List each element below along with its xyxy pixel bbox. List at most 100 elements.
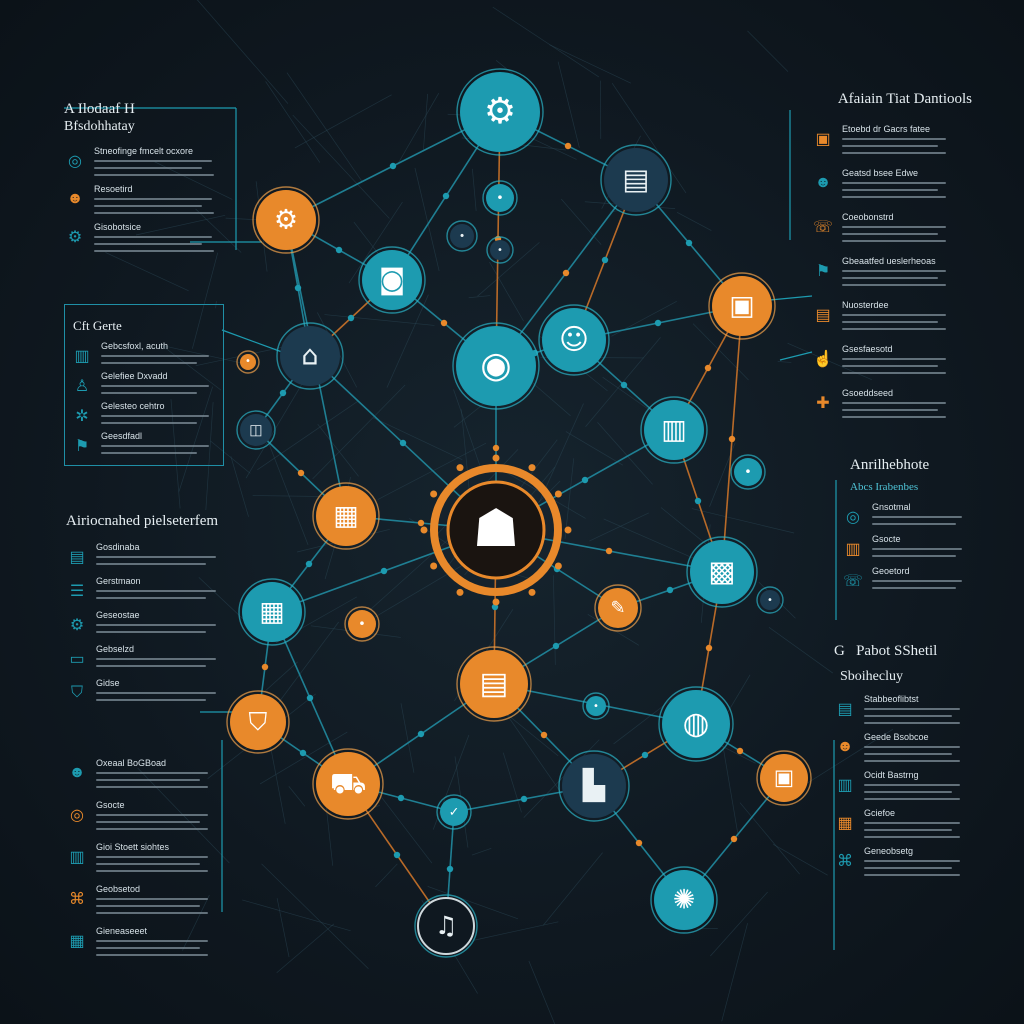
- node-circle: [760, 754, 808, 802]
- connection-dot: [581, 476, 589, 484]
- panel-item-heading: Geobsetod: [96, 884, 141, 894]
- panel-item-heading: Gebcsfoxl, acuth: [101, 341, 169, 351]
- small-node-robot: •: [482, 180, 518, 216]
- background-line: [603, 518, 694, 559]
- background-line: [492, 6, 600, 78]
- node-halo: [236, 350, 260, 374]
- panel-item-heading: Gosdinaba: [96, 542, 140, 552]
- connection-dot: [492, 444, 500, 452]
- panel-item: ▦Gciefoe: [834, 808, 984, 846]
- panel-item: ⌘Geneobsetg: [834, 846, 984, 884]
- left-panel-mid: Airiocnahed pielseterfem ▤Gosdinaba☰Gers…: [66, 512, 266, 712]
- connection-dot: [728, 435, 736, 443]
- text-line: [96, 856, 208, 858]
- node-halo: [236, 410, 276, 450]
- text-line: [842, 372, 946, 374]
- small-node-plug: •: [582, 692, 610, 720]
- connection-dot: [730, 835, 738, 843]
- background-line: [722, 745, 739, 837]
- background-line: [210, 440, 251, 474]
- background-line: [498, 702, 562, 794]
- background-line: [721, 923, 748, 1022]
- text-line: [864, 860, 960, 862]
- panel-item-heading: Geoetord: [872, 566, 910, 576]
- background-line: [161, 344, 222, 391]
- user-icon: ♙: [74, 378, 90, 395]
- text-line: [842, 416, 946, 418]
- text-line: [94, 205, 202, 207]
- text-line: [96, 814, 208, 816]
- panel-item: ⌘Geobsetod: [66, 884, 236, 926]
- phone-icon: ☏: [842, 573, 863, 590]
- text-line: [842, 182, 946, 184]
- panel-item: ▤Nuosterdee: [812, 300, 972, 344]
- node-shield-left: ⛉: [226, 690, 290, 754]
- node-halo: [482, 180, 518, 216]
- background-line: [286, 72, 363, 182]
- hub-spoke-dot: [554, 562, 562, 570]
- connection-dot: [736, 747, 744, 755]
- node-people: ☺: [538, 304, 610, 376]
- panel-item-heading: Geneobsetg: [864, 846, 914, 856]
- node-halo: [708, 272, 776, 340]
- background-line: [294, 94, 392, 149]
- background-line: [477, 242, 540, 297]
- node-halo: [640, 396, 708, 464]
- text-line: [96, 828, 208, 830]
- background-line: [261, 863, 369, 969]
- bell-icon: ♫: [435, 911, 458, 940]
- panel-items: ▥Gebcsfoxl, acuth♙Gelefiee Dxvadd✲Gelest…: [71, 341, 223, 461]
- node-halo: [344, 606, 380, 642]
- connection-dot: [389, 162, 397, 170]
- panel-subtitle: Sboihecluy: [840, 669, 903, 684]
- hub-spoke-dot: [492, 598, 500, 606]
- panel-item-heading: Gebselzd: [96, 644, 135, 654]
- text-line: [864, 829, 952, 831]
- panel-item: ☰Gerstmaon: [66, 576, 266, 610]
- background-line: [747, 30, 789, 72]
- connection-dot: [440, 319, 448, 327]
- panel-item-heading: Oxeaal BoGBoad: [96, 758, 167, 768]
- background-line: [564, 458, 575, 539]
- background-line: [739, 802, 800, 875]
- connection-dot: [305, 560, 313, 568]
- node-icon: •: [744, 464, 751, 479]
- text-line: [101, 385, 209, 387]
- text-line: [101, 415, 209, 417]
- text-line: [864, 715, 952, 717]
- text-line: [842, 277, 938, 279]
- text-line: [872, 516, 962, 518]
- ring-icon: ◎: [68, 153, 82, 170]
- node-circle: [240, 414, 272, 446]
- panel-items: ▣Etoebd dr Gacrs fatee☻Geatsd bsee Edwe☏…: [812, 124, 972, 432]
- background-line: [135, 214, 226, 236]
- panel-item-heading: Gelefiee Dxvadd: [101, 371, 168, 381]
- text-line: [101, 392, 197, 394]
- left-panel-box: Cft Gerte ▥Gebcsfoxl, acuth♙Gelefiee Dxv…: [64, 304, 224, 466]
- background-line: [798, 728, 894, 790]
- shield-icon: ◉: [480, 345, 511, 386]
- text-line: [101, 422, 197, 424]
- text-line: [96, 905, 200, 907]
- text-line: [864, 760, 960, 762]
- node-circle: [450, 224, 474, 248]
- node-small-left: ◫: [236, 410, 276, 450]
- diagram-nodes: ⚙▤⚙◙◉☺▣⌂◫▥☗▦▦✎▩▤⛉◍⛟▙▣✓✺♫••••••••: [226, 68, 812, 958]
- connection-dot: [279, 389, 287, 397]
- node-halo: [226, 690, 290, 754]
- person-icon: ☻: [68, 764, 86, 781]
- node-halo: [312, 748, 384, 820]
- cog-icon: ✲: [75, 408, 89, 425]
- shield-icon: ⛉: [249, 707, 268, 736]
- background-line: [549, 44, 632, 84]
- screen-icon: ▭: [69, 651, 85, 668]
- ring-icon: ◎: [70, 807, 84, 824]
- connection-dot: [261, 663, 269, 671]
- text-line: [96, 772, 208, 774]
- flag-icon: ⚑: [74, 438, 90, 455]
- text-line: [94, 174, 214, 176]
- node-halo: [600, 144, 672, 216]
- background-line: [324, 314, 435, 326]
- node-circle: [586, 696, 606, 716]
- panel-item: ⛉Gidse: [66, 678, 266, 712]
